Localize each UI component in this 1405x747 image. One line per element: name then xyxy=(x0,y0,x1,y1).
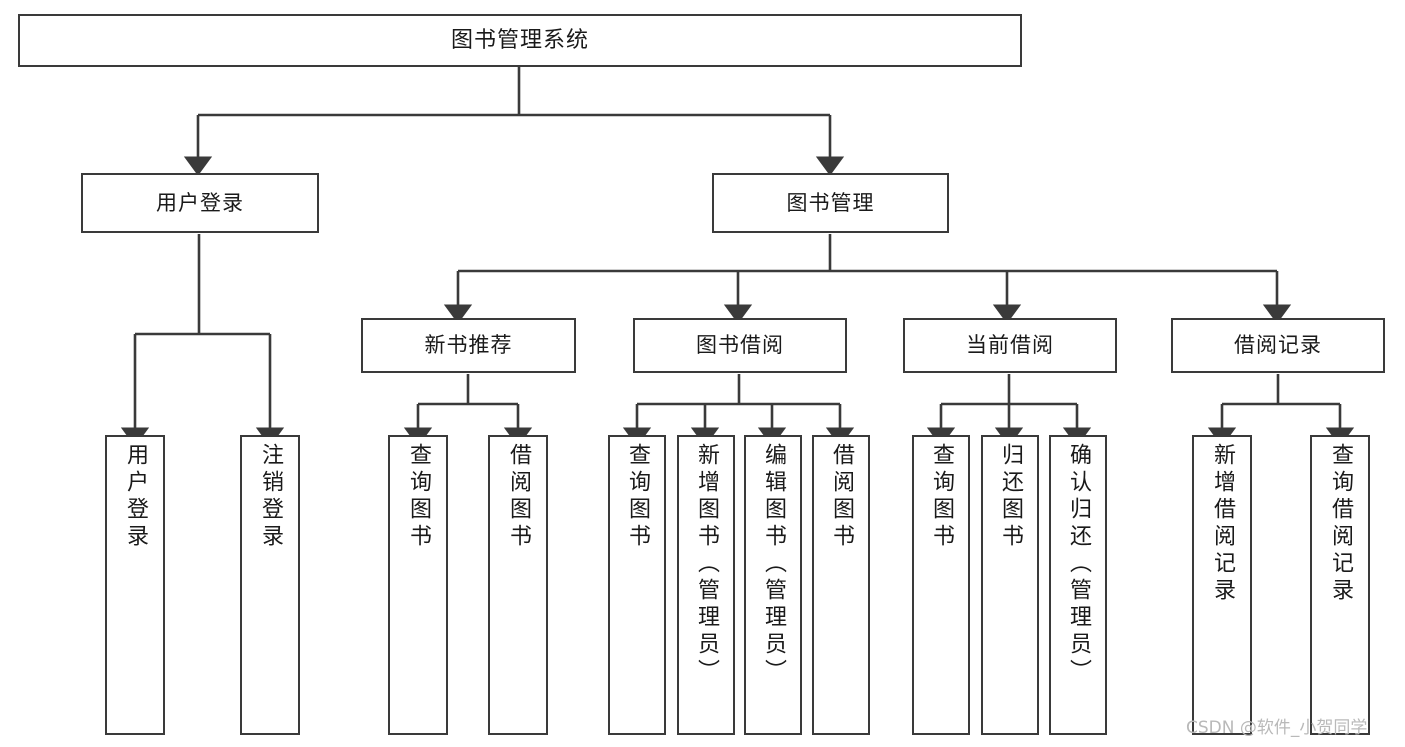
node-label: 查询图书 xyxy=(929,443,954,551)
leaf-query-book-new-book-rec[interactable]: 查询图书 xyxy=(388,435,448,735)
node-label: 注销登录 xyxy=(258,443,283,551)
leaf-query-book-current-borrow[interactable]: 查询图书 xyxy=(912,435,970,735)
node-label: 用户登录 xyxy=(123,443,148,551)
leaf-logout-login[interactable]: 注销登录 xyxy=(240,435,300,735)
node-label: 借阅图书 xyxy=(506,443,531,551)
node-label: 编辑图书（管理员） xyxy=(761,443,786,686)
node-label: 查询图书 xyxy=(406,443,431,551)
node-label: 用户登录 xyxy=(156,190,244,215)
node-label: 归还图书 xyxy=(998,443,1023,551)
node-label: 图书借阅 xyxy=(696,333,784,358)
node-new-book-recommendation[interactable]: 新书推荐 xyxy=(361,318,576,373)
node-book-borrowing[interactable]: 图书借阅 xyxy=(633,318,847,373)
leaf-borrow-book-book-borrow[interactable]: 借阅图书 xyxy=(812,435,870,735)
node-label: 确认归还（管理员） xyxy=(1066,443,1091,686)
leaf-query-borrowing-record[interactable]: 查询借阅记录 xyxy=(1310,435,1370,735)
leaf-add-borrowing-record[interactable]: 新增借阅记录 xyxy=(1192,435,1252,735)
node-label: 新增借阅记录 xyxy=(1210,443,1235,605)
node-borrowing-record[interactable]: 借阅记录 xyxy=(1171,318,1385,373)
node-label: 图书管理系统 xyxy=(450,27,589,53)
node-label: 查询图书 xyxy=(625,443,650,551)
leaf-confirm-return-admin[interactable]: 确认归还（管理员） xyxy=(1049,435,1107,735)
node-label: 借阅记录 xyxy=(1234,333,1322,358)
node-book-management[interactable]: 图书管理 xyxy=(712,173,949,233)
node-root-book-management-system[interactable]: 图书管理系统 xyxy=(18,14,1022,67)
node-label: 图书管理 xyxy=(786,190,875,215)
leaf-user-login[interactable]: 用户登录 xyxy=(105,435,165,735)
node-label: 借阅图书 xyxy=(829,443,854,551)
node-label: 新增图书（管理员） xyxy=(694,443,719,686)
leaf-query-book-book-borrow[interactable]: 查询图书 xyxy=(608,435,666,735)
node-label: 查询借阅记录 xyxy=(1328,443,1353,605)
leaf-borrow-book-new-book-rec[interactable]: 借阅图书 xyxy=(488,435,548,735)
node-user-login[interactable]: 用户登录 xyxy=(81,173,319,233)
node-label: 当前借阅 xyxy=(966,333,1054,358)
leaf-add-book-admin[interactable]: 新增图书（管理员） xyxy=(677,435,735,735)
node-current-borrowing[interactable]: 当前借阅 xyxy=(903,318,1117,373)
leaf-return-book[interactable]: 归还图书 xyxy=(981,435,1039,735)
node-label: 新书推荐 xyxy=(424,333,513,358)
csdn-watermark: CSDN @软件_小贺同学 xyxy=(1186,718,1368,738)
leaf-edit-book-admin[interactable]: 编辑图书（管理员） xyxy=(744,435,802,735)
